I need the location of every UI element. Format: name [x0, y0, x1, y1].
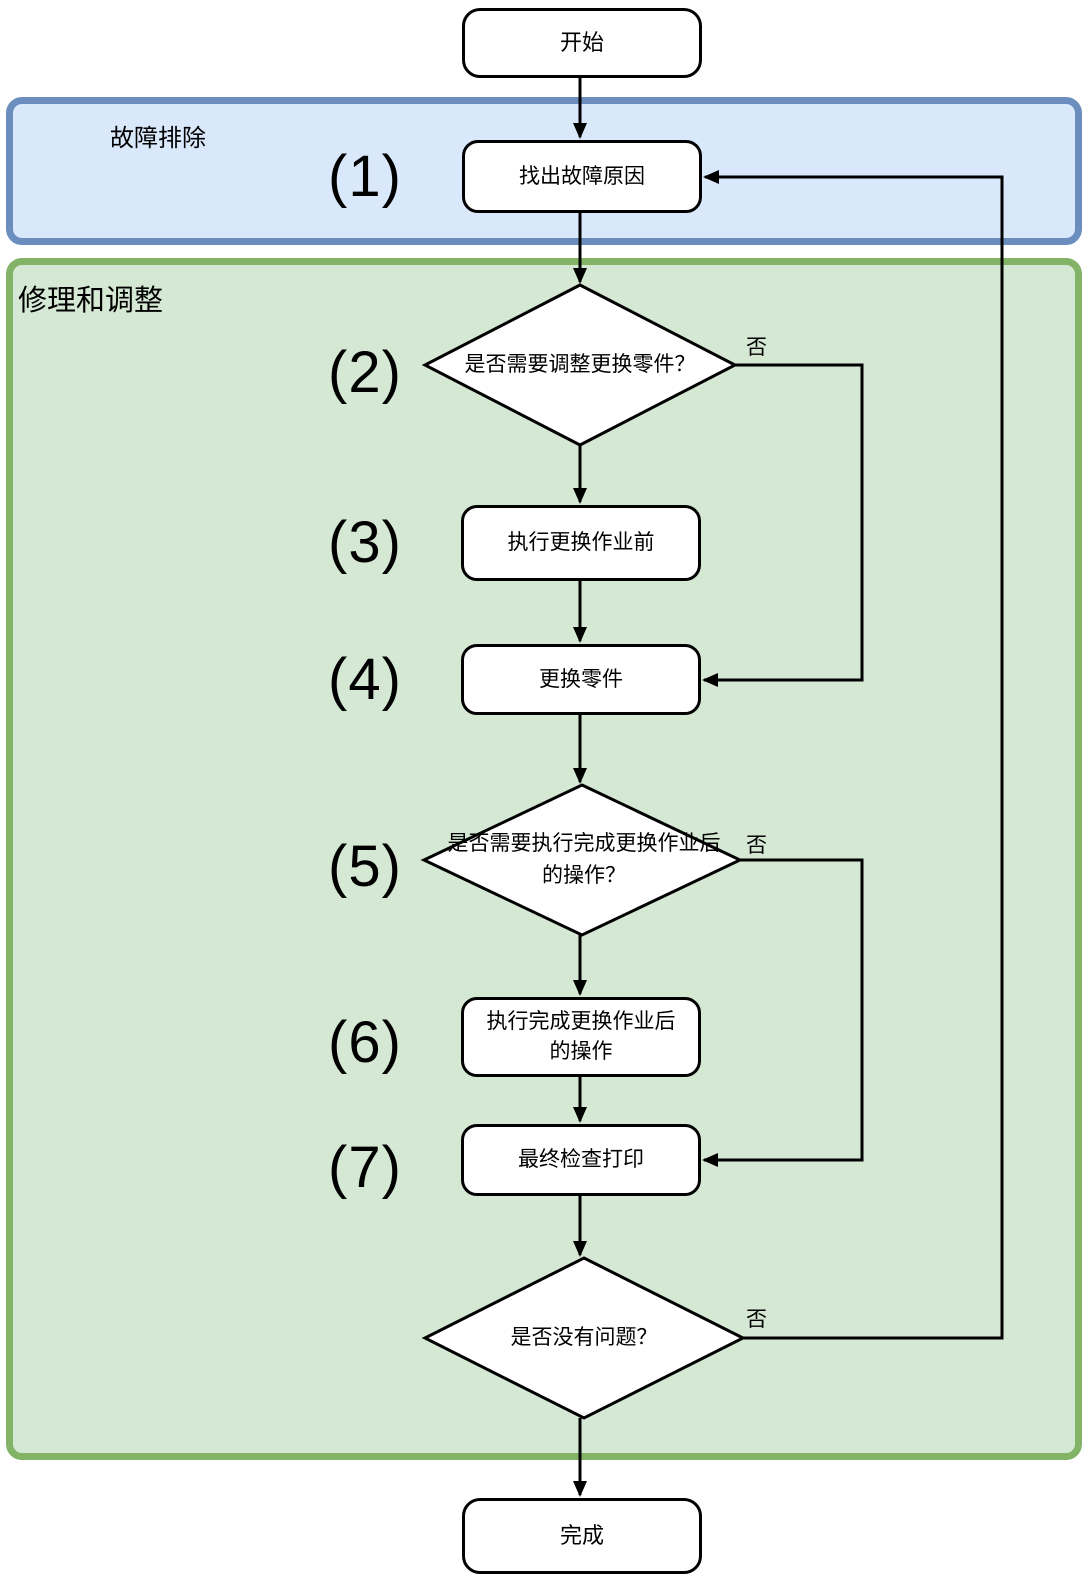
step-number-7: (7) [328, 1134, 402, 1200]
node-before-replace-work: 执行更换作业前 [461, 505, 701, 581]
no-branch-label-decision5: 否 [746, 834, 767, 857]
step-number-2: (2) [328, 339, 402, 405]
node-replace-parts: 更换零件 [461, 644, 701, 715]
step-number-6: (6) [328, 1009, 402, 1075]
node-find-cause: 找出故障原因 [462, 140, 702, 213]
node-end: 完成 [462, 1498, 702, 1574]
step-number-5: (5) [328, 833, 402, 899]
node-final-check-print: 最终检查打印 [461, 1124, 701, 1196]
no-branch-label-final-decision: 否 [746, 1308, 767, 1331]
node-post-replace-ops: 执行完成更换作业后 的操作 [461, 997, 701, 1077]
step-number-3: (3) [328, 509, 402, 575]
step-number-4: (4) [328, 646, 402, 712]
step-number-1: (1) [328, 143, 402, 209]
decision-need-post-replace-ops-label: 是否需要执行完成更换作业后 的操作？ [447, 832, 721, 887]
decision-no-problem-label: 是否没有问题？ [510, 1326, 658, 1349]
node-start: 开始 [462, 8, 702, 78]
decision-need-adjust-replace-label: 是否需要调整更换零件？ [464, 353, 696, 376]
section-troubleshooting-label: 故障排除 [110, 125, 206, 152]
no-branch-label-decision2: 否 [746, 336, 767, 359]
section-repair-adjust-label: 修理和调整 [18, 285, 164, 317]
section-troubleshooting: 故障排除 [6, 97, 1082, 245]
